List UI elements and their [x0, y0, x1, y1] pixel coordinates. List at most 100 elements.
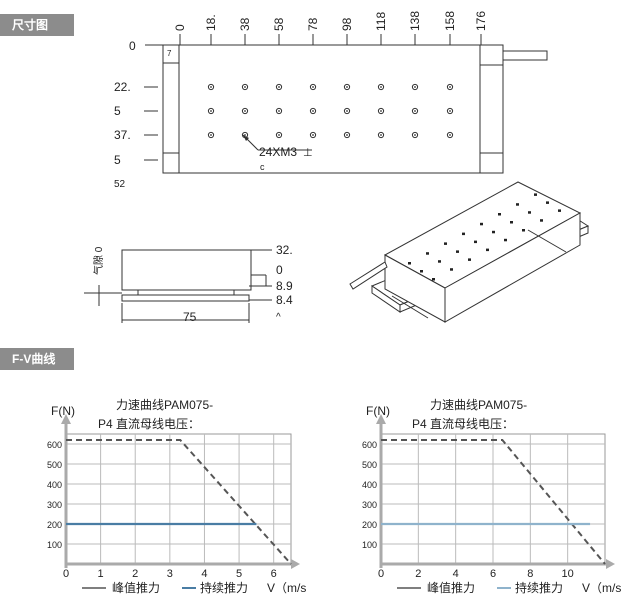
- mount-hole: [343, 83, 351, 91]
- top-dim-label: 176: [474, 11, 488, 31]
- side-view: [84, 249, 272, 323]
- mount-hole: [309, 107, 317, 115]
- side-dim-84: 8.4: [276, 293, 293, 307]
- legend-continuous-label: 持续推力: [515, 580, 563, 595]
- mount-hole: [309, 83, 317, 91]
- mount-hole-center: [312, 110, 314, 112]
- mount-hole: [343, 107, 351, 115]
- chart-x-tick-label: 2: [415, 568, 421, 580]
- legend-peak-label: 峰值推力: [112, 580, 160, 595]
- mount-hole: [275, 83, 283, 91]
- chart-x-tick-label: 6: [271, 568, 277, 580]
- row-dim-1: 22.: [114, 80, 131, 94]
- chart-y-tick-label: 300: [47, 500, 62, 510]
- row-dim-2: 5: [114, 104, 121, 118]
- mount-hole-center: [244, 86, 246, 88]
- chart-x-axis-label: V（m/s: [267, 581, 306, 595]
- mount-hole-center: [380, 110, 382, 112]
- side-dim-caret: ^: [276, 312, 281, 323]
- mount-hole: [275, 107, 283, 115]
- row-dim-3: 37.: [114, 128, 131, 142]
- chart-y-tick-label: 200: [47, 520, 62, 530]
- iso-hole: [528, 211, 531, 214]
- iso-hole: [534, 193, 537, 196]
- chart-y-tick-label: 400: [362, 480, 377, 490]
- hole-leader-arrow: [243, 135, 249, 141]
- top-dim-label: 98: [340, 17, 354, 31]
- mount-hole-center: [449, 110, 451, 112]
- chart-y-tick-label: 200: [362, 520, 377, 530]
- peak-force-series: [66, 439, 292, 565]
- peak-force-series: [381, 439, 606, 565]
- mount-hole-center: [244, 134, 246, 136]
- top-dim-label: 118: [374, 12, 388, 31]
- mount-hole-center: [449, 86, 451, 88]
- chart-x-tick-label: 4: [201, 568, 207, 580]
- side-body: [121, 249, 252, 291]
- side-width-label: 75: [183, 310, 197, 324]
- chart-x-tick-label: 6: [490, 568, 496, 580]
- chart-x-tick-label: 0: [378, 568, 384, 580]
- iso-hole: [510, 221, 513, 224]
- mount-hole: [411, 131, 419, 139]
- chart-y-axis-arrow: [376, 414, 386, 424]
- iso-holes: [408, 193, 561, 281]
- chart-x-tick-label: 4: [453, 568, 459, 580]
- mount-hole: [446, 107, 454, 115]
- chart-title-line-2: P4 直流母线电压：: [98, 417, 200, 431]
- top-dim-label: 0: [173, 24, 187, 31]
- mount-hole-center: [414, 110, 416, 112]
- mount-hole: [207, 131, 215, 139]
- chart-x-tick-label: 8: [527, 568, 533, 580]
- fv-chart-2: 力速曲线PAM075-P4 直流母线电压：F(N)100200300400500…: [362, 398, 621, 595]
- mount-hole-center: [414, 134, 416, 136]
- chart-y-axis-arrow: [61, 414, 71, 424]
- cable-top-view: [502, 50, 548, 61]
- mount-hole-center: [210, 134, 212, 136]
- mount-hole: [446, 83, 454, 91]
- iso-hole: [480, 222, 483, 226]
- chart-x-tick-label: 10: [562, 568, 574, 580]
- chart-x-tick-label: 2: [132, 568, 138, 580]
- chart-y-tick-label: 600: [47, 440, 62, 450]
- iso-hole: [432, 278, 435, 281]
- right-top-block: [479, 44, 504, 66]
- iso-hole: [420, 270, 423, 273]
- chart-title-line-1: 力速曲线PAM075-: [116, 398, 213, 412]
- legend-continuous-label: 持续推力: [200, 580, 248, 595]
- top-view: [144, 44, 548, 174]
- chart-y-tick-label: 500: [47, 460, 62, 470]
- iso-hole: [450, 268, 453, 271]
- iso-hole: [516, 203, 519, 206]
- side-plate: [121, 294, 250, 302]
- iso-hole: [540, 219, 543, 222]
- mount-hole: [207, 107, 215, 115]
- iso-hole: [438, 260, 441, 263]
- mount-hole: [309, 131, 317, 139]
- mount-hole: [411, 83, 419, 91]
- iso-hole: [558, 209, 561, 212]
- chart-y-axis-label: F(N): [366, 404, 390, 418]
- mount-hole-center: [278, 134, 280, 136]
- hole-note-sub: c: [260, 162, 265, 172]
- gap-label: 气隙 0: [92, 246, 105, 275]
- mount-hole: [377, 131, 385, 139]
- top-dim-label: 138: [408, 11, 422, 31]
- chart-x-tick-label: 5: [236, 568, 242, 580]
- left-bottom-block: [162, 152, 180, 174]
- top-dim-label: 78: [306, 17, 320, 31]
- row-dim-4: 5: [114, 153, 121, 167]
- iso-hole: [492, 230, 495, 234]
- mount-hole-center: [210, 110, 212, 112]
- mount-hole: [241, 107, 249, 115]
- isometric-view: [349, 181, 590, 323]
- mount-hole: [343, 131, 351, 139]
- chart-x-axis-arrow: [606, 559, 615, 569]
- side-dim-height: 32.: [276, 243, 293, 257]
- mount-hole-center: [346, 110, 348, 112]
- hole-note: 24XM3: [259, 145, 297, 159]
- right-side-strip: [479, 64, 504, 154]
- left-side-strip: [162, 62, 180, 154]
- mount-hole-center: [380, 86, 382, 88]
